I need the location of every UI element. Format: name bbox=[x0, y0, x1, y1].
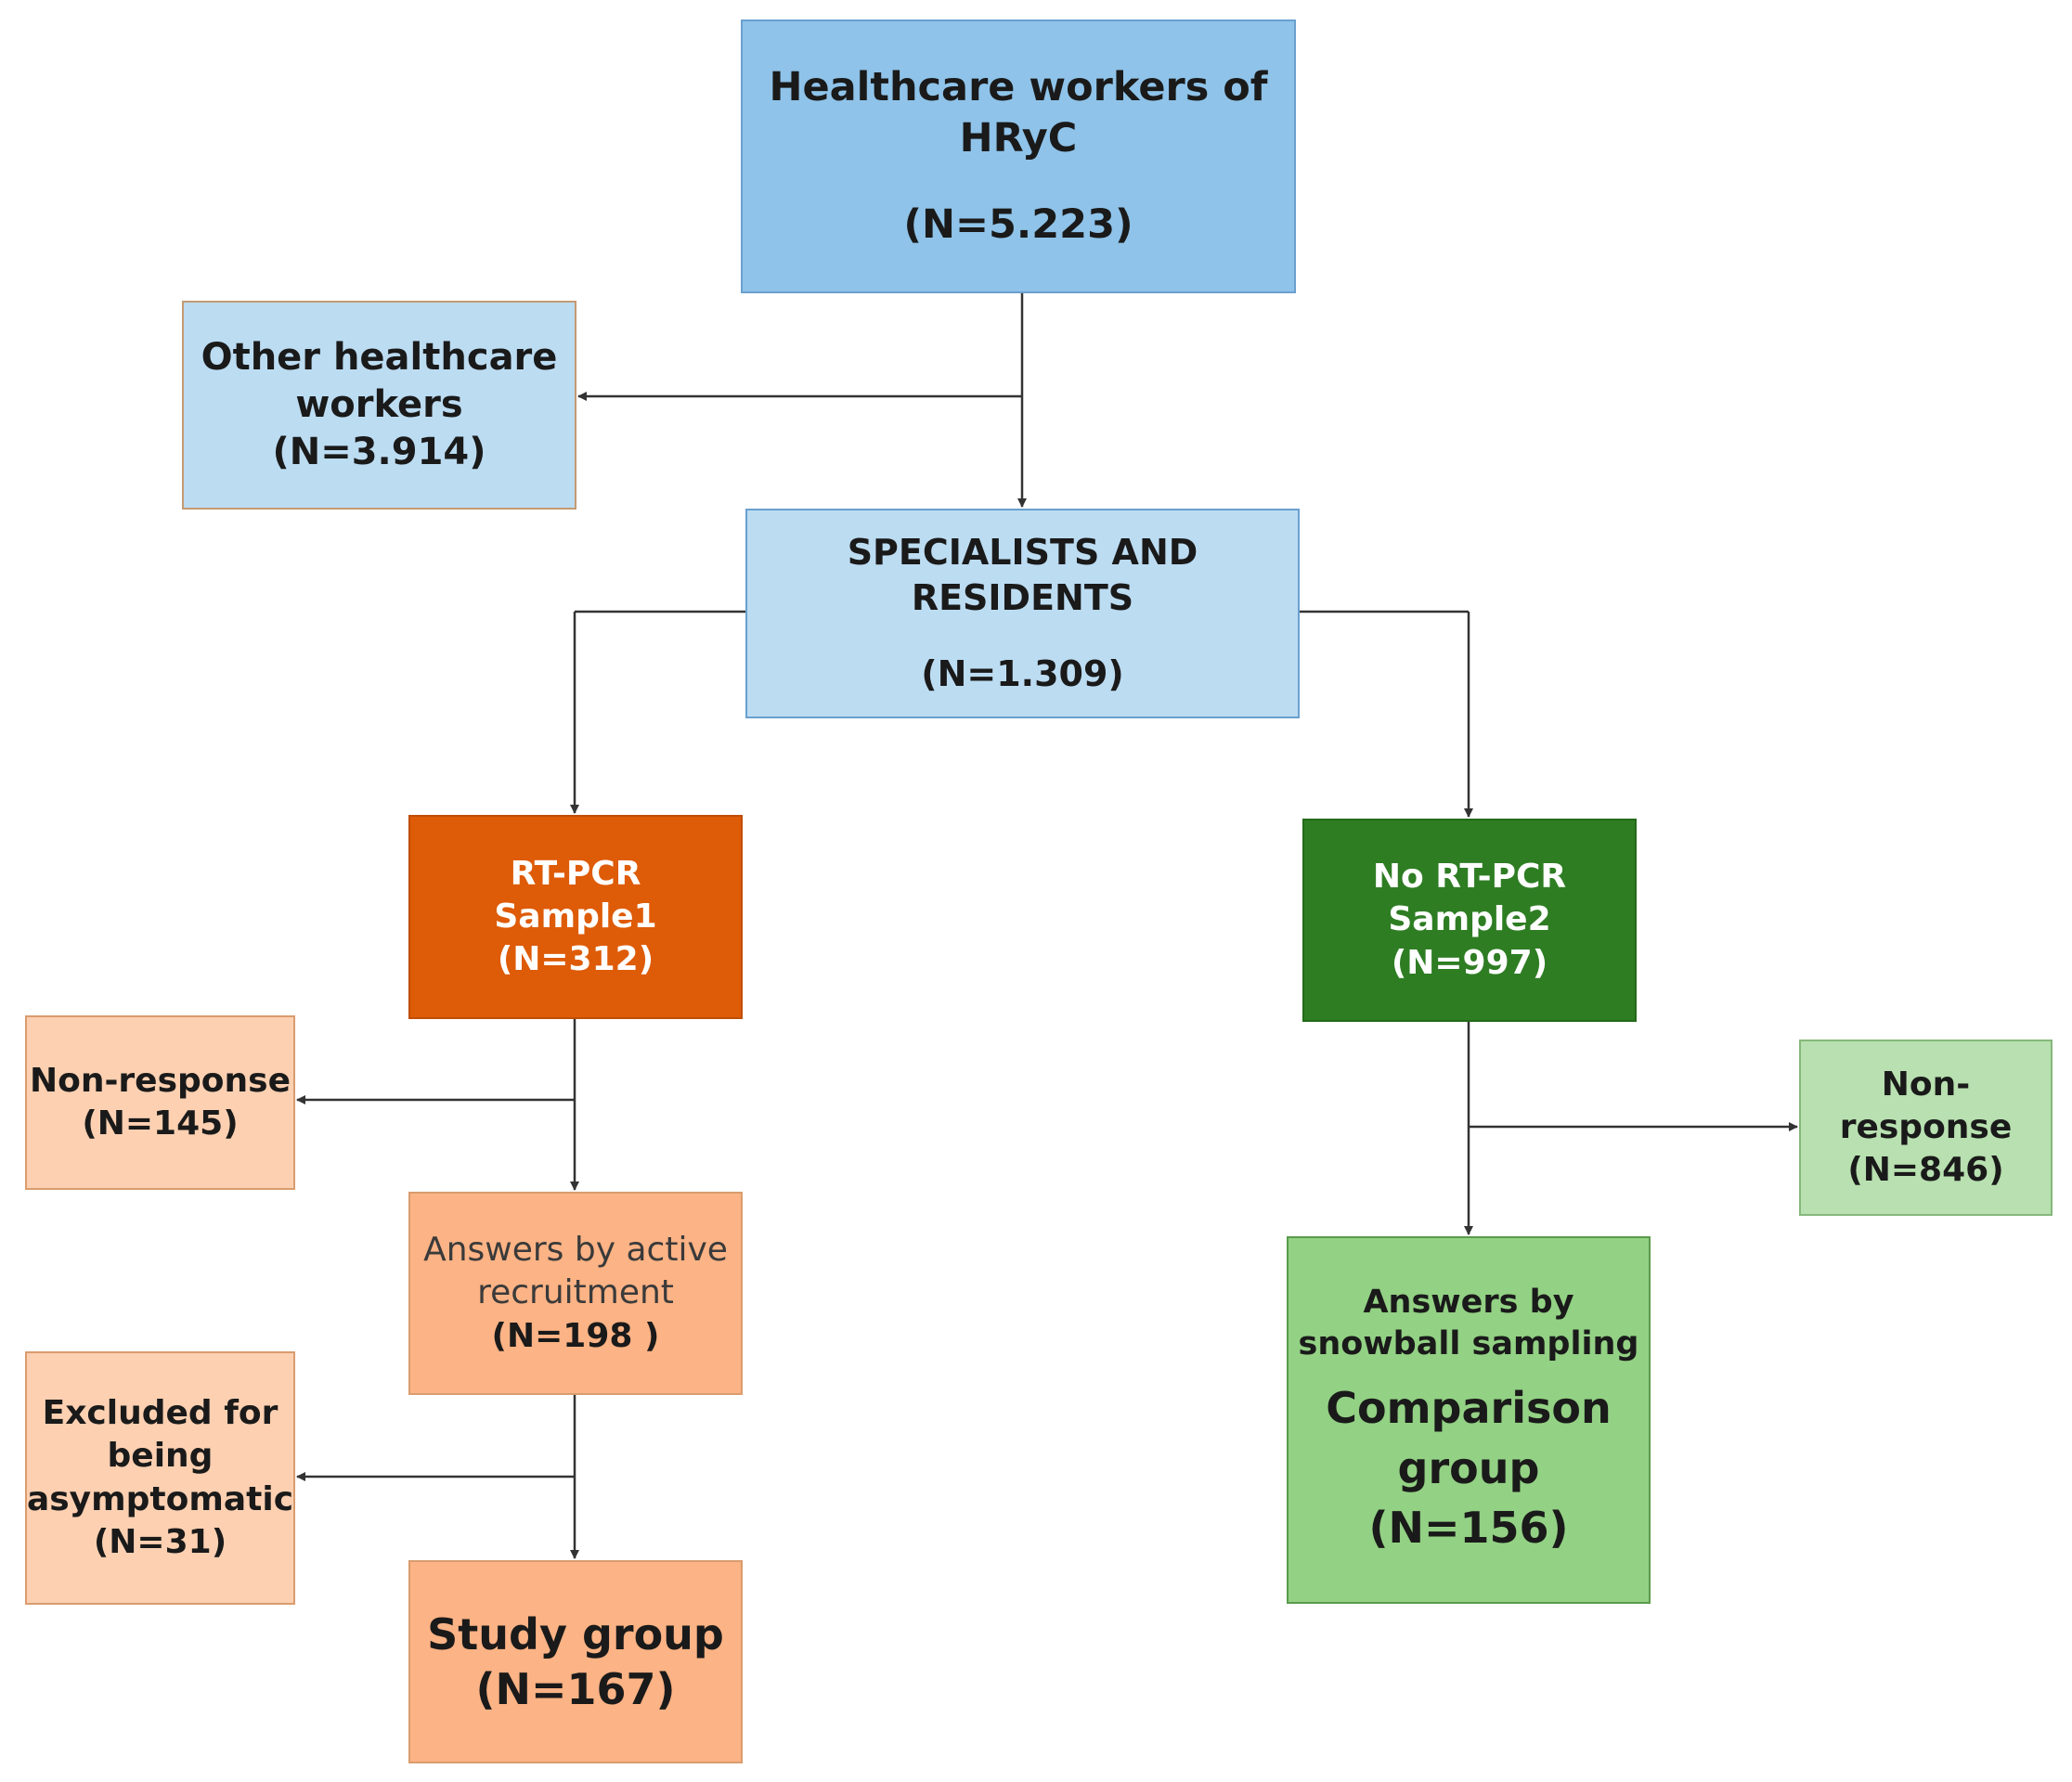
node-line: Sample2 bbox=[1388, 900, 1551, 939]
node-excluded-asymptomatic: Excluded for being asymptomatic (N=31) bbox=[25, 1351, 295, 1605]
node-line: recruitment bbox=[477, 1273, 674, 1312]
node-line: Non-response bbox=[29, 1061, 291, 1100]
node-no-rt-pcr: No RT-PCR Sample2 (N=997) bbox=[1302, 819, 1637, 1022]
node-line: asymptomatic bbox=[26, 1479, 294, 1518]
node-line: being bbox=[107, 1437, 214, 1476]
node-line: Excluded for bbox=[42, 1394, 278, 1433]
node-line: Study group bbox=[427, 1608, 724, 1659]
node-count: (N=31) bbox=[93, 1522, 227, 1561]
node-line: workers bbox=[295, 382, 463, 426]
node-line: Comparison bbox=[1326, 1383, 1612, 1434]
node-count: (N=5.223) bbox=[903, 201, 1133, 249]
node-non-response-2: Non- response (N=846) bbox=[1799, 1040, 2053, 1216]
node-line: Other healthcare bbox=[201, 335, 558, 379]
node-line: Answers by active bbox=[423, 1231, 728, 1270]
node-line: response bbox=[1839, 1107, 2013, 1146]
node-count: (N=1.309) bbox=[921, 653, 1124, 695]
node-count: (N=3.914) bbox=[272, 431, 486, 474]
node-line: Answers by bbox=[1363, 1284, 1574, 1322]
node-healthcare-workers: Healthcare workers of HRyC (N=5.223) bbox=[741, 19, 1296, 293]
node-comparison-group: Answers by snowball sampling Comparison … bbox=[1287, 1236, 1651, 1604]
node-line: snowball sampling bbox=[1298, 1325, 1639, 1363]
node-line: SPECIALISTS AND bbox=[847, 531, 1198, 573]
node-count: (N=167) bbox=[475, 1663, 676, 1714]
node-answers-active-recruitment: Answers by active recruitment (N=198 ) bbox=[408, 1192, 743, 1395]
node-count: (N=198 ) bbox=[491, 1316, 660, 1355]
node-count: (N=846) bbox=[1847, 1151, 2004, 1190]
node-count: (N=312) bbox=[497, 940, 654, 979]
node-line: No RT-PCR bbox=[1372, 858, 1567, 897]
node-line: HRyC bbox=[959, 114, 1078, 161]
node-other-healthcare-workers: Other healthcare workers (N=3.914) bbox=[182, 301, 576, 510]
node-line: RT-PCR bbox=[510, 854, 641, 893]
node-line: RESIDENTS bbox=[911, 576, 1134, 618]
node-line: Sample1 bbox=[494, 897, 657, 936]
node-count: (N=145) bbox=[82, 1104, 239, 1143]
node-count: (N=156) bbox=[1368, 1503, 1569, 1554]
node-non-response-1: Non-response (N=145) bbox=[25, 1015, 295, 1190]
node-line: Non- bbox=[1881, 1065, 1971, 1104]
node-line: group bbox=[1397, 1442, 1540, 1493]
node-line: Healthcare workers of bbox=[769, 63, 1268, 110]
node-study-group: Study group (N=167) bbox=[408, 1560, 743, 1763]
node-specialists-residents: SPECIALISTS AND RESIDENTS (N=1.309) bbox=[745, 509, 1300, 718]
node-rt-pcr: RT-PCR Sample1 (N=312) bbox=[408, 815, 743, 1019]
node-count: (N=997) bbox=[1391, 943, 1548, 982]
